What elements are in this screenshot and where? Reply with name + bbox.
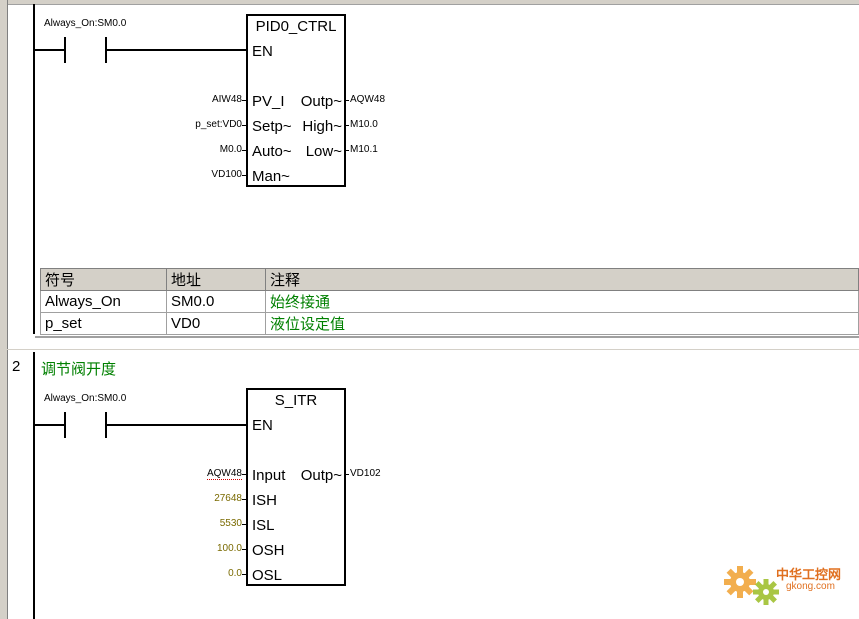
table-row[interactable]: p_set VD0 液位设定值 <box>40 312 859 335</box>
pin-stub <box>242 100 246 101</box>
pid-ctrl-block[interactable]: PID0_CTRL EN PV_I Setp~ Auto~ Man~ Outp~… <box>246 14 346 187</box>
table-row[interactable]: Always_On SM0.0 始终接通 <box>40 290 859 313</box>
pin-ish: ISH <box>252 492 278 509</box>
wire <box>35 49 65 51</box>
pin-stub <box>242 499 246 500</box>
pin-outp: Outp~ <box>300 467 342 484</box>
wire <box>35 424 65 426</box>
input-osl[interactable]: 0.0 <box>228 568 242 579</box>
pin-stub <box>344 125 349 126</box>
contact-right-bar[interactable] <box>105 37 107 63</box>
pin-stub <box>242 474 246 475</box>
input-man[interactable]: VD100 <box>211 169 242 180</box>
pin-stub <box>242 574 246 575</box>
pin-isl: ISL <box>252 517 275 534</box>
pin-stub <box>242 175 246 176</box>
cell-comment[interactable]: 始终接通 <box>265 290 859 313</box>
input-osh[interactable]: 100.0 <box>216 543 242 554</box>
pin-stub <box>344 150 349 151</box>
input-isl[interactable]: 5530 <box>219 518 242 529</box>
contact-left-bar[interactable] <box>64 37 66 63</box>
output-high[interactable]: M10.0 <box>350 119 378 130</box>
input-ish[interactable]: 27648 <box>214 493 242 504</box>
pin-auto: Auto~ <box>252 143 292 160</box>
left-gutter <box>0 0 8 619</box>
contact-label-network-2: Always_On:SM0.0 <box>44 393 127 404</box>
pin-low: Low~ <box>305 143 342 160</box>
watermark-domain: gkong.com <box>786 581 835 592</box>
pin-man: Man~ <box>252 168 290 185</box>
pin-stub <box>242 150 246 151</box>
network-comment[interactable]: 调节阀开度 <box>41 361 117 378</box>
pin-stub <box>344 474 349 475</box>
pin-osh: OSH <box>252 542 285 559</box>
pin-stub <box>344 100 349 101</box>
header-symbol[interactable]: 符号 <box>40 268 167 291</box>
input-input[interactable]: AQW48 <box>206 468 242 480</box>
output-low[interactable]: M10.1 <box>350 144 378 155</box>
symbol-table: 符号 地址 注释 Always_On SM0.0 始终接通 p_set VD0 … <box>40 268 859 335</box>
output-outp[interactable]: AQW48 <box>350 94 386 105</box>
network-separator <box>35 336 859 338</box>
cell-address[interactable]: VD0 <box>166 312 266 335</box>
power-rail-network-1 <box>33 4 35 334</box>
input-auto[interactable]: M0.0 <box>219 144 242 155</box>
network-separator <box>0 349 859 350</box>
output-outp[interactable]: VD102 <box>350 468 381 479</box>
block-title: S_ITR <box>274 392 318 409</box>
pin-osl: OSL <box>252 567 283 584</box>
s-itr-block[interactable]: S_ITR EN Input ISH ISL OSH OSL Outp~ <box>246 388 346 586</box>
wire <box>107 424 248 426</box>
cell-symbol[interactable]: Always_On <box>40 290 167 313</box>
contact-right-bar[interactable] <box>105 412 107 438</box>
pin-pv-i: PV_I <box>252 93 285 110</box>
contact-left-bar[interactable] <box>64 412 66 438</box>
wire <box>107 49 248 51</box>
network-number[interactable]: 2 <box>12 358 21 375</box>
pin-input: Input <box>252 467 286 484</box>
header-address[interactable]: 地址 <box>166 268 266 291</box>
cell-symbol[interactable]: p_set <box>40 312 167 335</box>
contact-label-network-1: Always_On:SM0.0 <box>44 18 127 29</box>
cell-comment[interactable]: 液位设定值 <box>265 312 859 335</box>
pin-en: EN <box>252 417 273 434</box>
pin-setp: Setp~ <box>252 118 292 135</box>
gear-icon <box>724 566 779 605</box>
symbol-table-header: 符号 地址 注释 <box>40 268 859 291</box>
pin-stub <box>242 125 246 126</box>
pin-stub <box>242 524 246 525</box>
pin-outp: Outp~ <box>300 93 342 110</box>
input-input-value: AQW48 <box>206 468 242 480</box>
gkong-watermark-logo: 中华工控网 gkong.com <box>722 562 852 612</box>
pin-stub <box>242 549 246 550</box>
input-pv-i[interactable]: AIW48 <box>211 94 242 105</box>
watermark-text: 中华工控网 <box>776 567 842 582</box>
cell-address[interactable]: SM0.0 <box>166 290 266 313</box>
top-band <box>8 0 859 5</box>
block-title: PID0_CTRL <box>255 18 337 35</box>
pin-high: High~ <box>302 118 342 135</box>
input-setp[interactable]: p_set:VD0 <box>195 119 242 130</box>
power-rail-network-2 <box>33 352 35 619</box>
header-comment[interactable]: 注释 <box>265 268 859 291</box>
pin-en: EN <box>252 43 273 60</box>
